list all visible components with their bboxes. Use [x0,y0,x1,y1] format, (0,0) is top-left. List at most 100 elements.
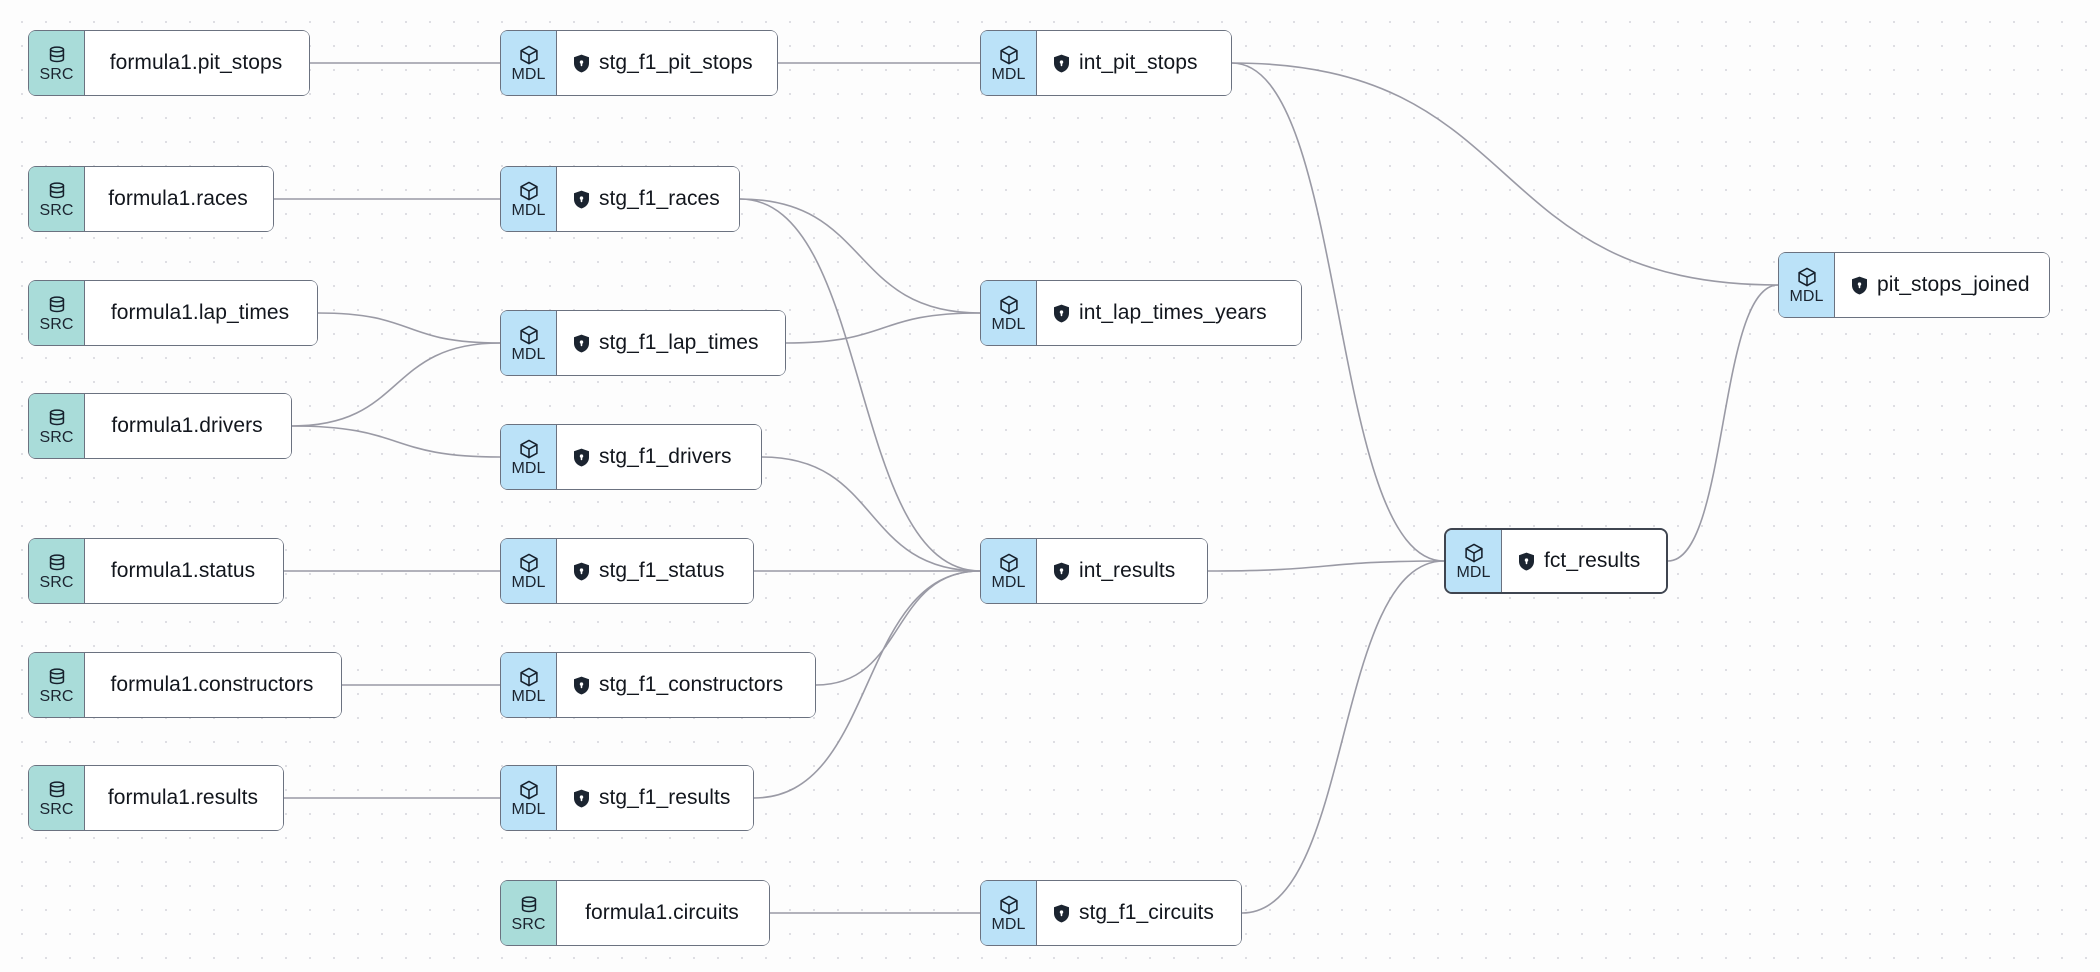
shield-lock-icon [1053,904,1070,923]
badge-label: MDL [511,573,546,591]
badge-label: SRC [39,65,74,83]
shield-lock-icon [573,562,590,581]
graph-node-stg_lap_times[interactable]: MDL stg_f1_lap_times [500,310,786,376]
node-type-badge-src: SRC [29,281,85,345]
cube-icon [1796,266,1818,288]
database-icon [46,407,68,429]
node-label: fct_results [1544,549,1641,572]
badge-label: MDL [511,459,546,477]
node-label: stg_f1_constructors [599,673,784,696]
badge-label: MDL [991,573,1026,591]
shield-lock-icon [573,190,590,209]
node-type-badge-src: SRC [29,766,85,830]
cube-icon [518,666,540,688]
database-icon [518,894,540,916]
node-label: int_pit_stops [1079,51,1198,74]
cube-icon [518,180,540,202]
node-label: int_lap_times_years [1079,301,1267,324]
node-label: stg_f1_results [599,786,731,809]
badge-label: MDL [991,915,1026,933]
node-type-badge-mdl: MDL [501,311,557,375]
node-body: stg_f1_circuits [1037,881,1241,945]
graph-node-stg_races[interactable]: MDL stg_f1_races [500,166,740,232]
badge-label: MDL [511,345,546,363]
graph-node-pit_stops_joined[interactable]: MDL pit_stops_joined [1778,252,2050,318]
node-label: stg_f1_status [599,559,725,582]
edge-stg_races-to-int_lap_times_years [739,198,981,314]
node-label: stg_f1_races [599,187,720,210]
node-type-badge-mdl: MDL [1779,253,1835,317]
node-label: stg_f1_lap_times [599,331,759,354]
node-type-badge-src: SRC [29,394,85,458]
cube-icon [518,438,540,460]
node-label: formula1.status [110,559,256,582]
node-label: formula1.circuits [585,901,739,924]
badge-label: SRC [39,428,74,446]
node-label: stg_f1_drivers [599,445,732,468]
cube-icon [518,552,540,574]
edge-int_pit_stops-to-pit_stops_joined [1231,62,1779,286]
shield-lock-icon [573,789,590,808]
shield-lock-icon [573,676,590,695]
node-body: stg_f1_status [557,539,753,603]
node-body: stg_f1_races [557,167,739,231]
shield-lock-icon [1053,54,1070,73]
node-type-badge-src: SRC [29,167,85,231]
shield-lock-icon [573,448,590,467]
graph-node-stg_circuits[interactable]: MDL stg_f1_circuits [980,880,1242,946]
node-body: formula1.lap_times [85,281,317,345]
graph-node-src_drivers[interactable]: SRC formula1.drivers [28,393,292,459]
node-label: stg_f1_circuits [1079,901,1214,924]
node-body: stg_f1_constructors [557,653,815,717]
badge-label: SRC [39,687,74,705]
shield-lock-icon [1053,562,1070,581]
database-icon [46,666,68,688]
node-type-badge-mdl: MDL [1446,530,1502,592]
node-body: formula1.races [85,167,273,231]
node-type-badge-mdl: MDL [501,31,557,95]
badge-label: MDL [511,201,546,219]
graph-node-int_pit_stops[interactable]: MDL int_pit_stops [980,30,1232,96]
graph-node-stg_status[interactable]: MDL stg_f1_status [500,538,754,604]
edge-fct_results-to-pit_stops_joined [1667,284,1779,562]
node-body: fct_results [1502,530,1666,592]
node-body: formula1.results [85,766,283,830]
badge-label: MDL [511,687,546,705]
node-body: stg_f1_drivers [557,425,761,489]
shield-lock-icon [1518,552,1535,571]
badge-label: MDL [1789,287,1824,305]
shield-lock-icon [573,54,590,73]
graph-node-stg_constructors[interactable]: MDL stg_f1_constructors [500,652,816,718]
graph-node-src_lap_times[interactable]: SRC formula1.lap_times [28,280,318,346]
node-body: pit_stops_joined [1835,253,2049,317]
node-body: stg_f1_pit_stops [557,31,777,95]
database-icon [46,180,68,202]
graph-node-stg_drivers[interactable]: MDL stg_f1_drivers [500,424,762,490]
graph-node-fct_results[interactable]: MDL fct_results [1444,528,1668,594]
node-body: stg_f1_lap_times [557,311,785,375]
node-type-badge-mdl: MDL [981,881,1037,945]
edge-stg_races-to-int_results [739,198,981,572]
graph-node-src_pit_stops[interactable]: SRC formula1.pit_stops [28,30,310,96]
edge-stg_drivers-to-int_results [761,456,981,572]
edge-src_lap_times-to-stg_lap_times [317,312,501,344]
node-body: formula1.pit_stops [85,31,309,95]
edge-int_results-to-fct_results [1207,560,1445,572]
node-body: formula1.drivers [85,394,291,458]
shield-lock-icon [1851,276,1868,295]
cube-icon [518,779,540,801]
badge-label: MDL [991,65,1026,83]
node-label: formula1.lap_times [110,301,290,324]
shield-lock-icon [1053,304,1070,323]
